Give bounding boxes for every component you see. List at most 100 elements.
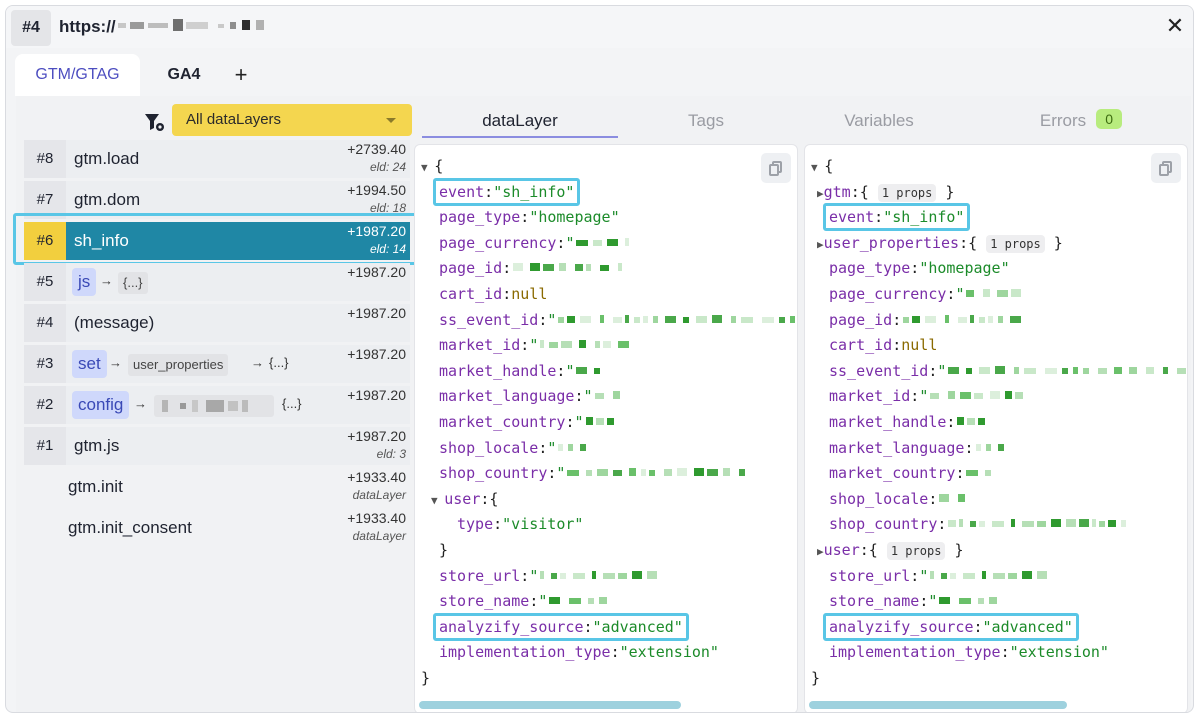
tab-variables[interactable]: Variables (844, 111, 914, 130)
close-icon[interactable]: ✕ (1165, 13, 1185, 38)
redacted-value (966, 289, 1022, 297)
json-line: market_id:" (439, 334, 638, 356)
redacted-value (594, 391, 620, 400)
redacted-value (558, 443, 587, 451)
event-row[interactable]: #8 gtm.load +2739.40 eld: 24 (24, 140, 410, 178)
json-line: page_id: (439, 257, 631, 279)
event-number: #6 (24, 222, 66, 260)
event-row[interactable]: #4 (message) +1987.20 (24, 304, 410, 342)
redacted-value (567, 468, 746, 477)
redacted-value (540, 340, 630, 349)
key-highlight (823, 612, 1079, 641)
redacted-value (930, 391, 1024, 400)
expand-triangle-icon[interactable]: ▶ (817, 237, 824, 251)
event-name: gtm.js (74, 436, 120, 455)
event-number: #8 (24, 140, 66, 178)
key-highlight (823, 203, 970, 232)
horizontal-scrollbar[interactable] (809, 701, 1067, 709)
json-line: analyzify_source:"advanced" (829, 617, 1073, 636)
arrow: → (134, 396, 147, 411)
arg-object: {...} (269, 355, 289, 370)
event-row[interactable]: #7 gtm.dom +1994.50 eld: 18 (24, 181, 410, 219)
event-row[interactable]: #2 config → {...} +1987.20 (24, 386, 410, 424)
event-number: #7 (24, 181, 66, 219)
collapse-triangle-icon[interactable]: ▼ (811, 161, 825, 174)
json-line: market_handle: (829, 411, 986, 433)
redacted-value (903, 314, 1022, 323)
command-pill: js (72, 268, 97, 296)
title-bar: #4 https:// ✕ (6, 6, 1193, 48)
arrow: → (100, 273, 113, 288)
event-name: sh_info (74, 231, 129, 250)
json-line: shop_country: (829, 513, 1127, 535)
event-time: +1987.20 (347, 387, 406, 403)
horizontal-scrollbar[interactable] (419, 701, 681, 709)
event-time: +1994.50 (347, 182, 406, 198)
json-line: ▼ user:{ (431, 489, 499, 508)
event-number: #2 (24, 386, 66, 424)
redacted-value (930, 570, 1048, 579)
collapse-triangle-icon[interactable]: ▼ (431, 493, 445, 507)
redacted-value (576, 366, 601, 374)
tab-datalayer[interactable]: dataLayer (422, 104, 618, 138)
arrow: → (109, 355, 122, 370)
json-root-open: ▼ { (811, 157, 834, 175)
json-root-close: } (811, 669, 821, 687)
event-number: #4 (24, 304, 66, 342)
selection-highlight (13, 213, 420, 265)
event-row[interactable]: #5 js → {...} +1987.20 (24, 263, 410, 301)
json-line: market_id:" (829, 385, 1028, 407)
model-json-panel[interactable]: ▼ { ▶gtm:{ 1 props }event:"sh_info" ▶use… (804, 144, 1188, 712)
expand-triangle-icon[interactable]: ▶ (817, 186, 824, 200)
json-line: shop_country:" (439, 462, 746, 484)
event-row[interactable]: #3 set → user_properties → {...} +1987.2… (24, 345, 410, 383)
expand-triangle-icon[interactable]: ▶ (817, 545, 824, 558)
json-line: implementation_type:"extension" (439, 643, 719, 662)
tab-ga4[interactable]: GA4 (167, 66, 201, 83)
add-tab-button[interactable]: + (234, 62, 248, 87)
top-tabs: GTM/GTAG GA4 + (6, 50, 1193, 96)
json-line: type:"visitor" (457, 515, 584, 534)
redacted-url (118, 19, 264, 31)
event-time: +2739.40 (347, 141, 406, 157)
event-name: gtm.init (68, 477, 123, 496)
event-row-selected[interactable]: #6 sh_info +1987.20 eld: 14 (24, 222, 410, 260)
tab-gtm-gtag[interactable]: GTM/GTAG (15, 54, 140, 96)
redacted-value (540, 570, 658, 579)
json-line: store_name:" (829, 590, 998, 612)
tab-tags[interactable]: Tags (688, 111, 724, 130)
json-line: store_url:" (439, 565, 658, 587)
event-name: gtm.load (74, 149, 140, 168)
event-row[interactable]: #1 gtm.js +1987.20 eld: 3 (24, 427, 410, 465)
json-line: ▶user:{ 1 props } (817, 541, 964, 560)
props-count-badge: 1 props (877, 183, 937, 202)
redacted-value (939, 597, 998, 605)
event-subtext: eld: 3 (376, 447, 406, 461)
json-line: analyzify_source:"advanced" (439, 617, 683, 636)
event-row[interactable]: gtm.init +1933.40 dataLayer (24, 468, 410, 506)
main-content: All dataLayers #8 gtm.load +2739.40 eld:… (13, 96, 1191, 712)
datalayer-json-panel[interactable]: ▼ {event:"sh_info"page_type:"homepage"pa… (414, 144, 798, 712)
json-line: page_type:"homepage" (439, 208, 620, 227)
props-count-badge: 1 props (986, 234, 1045, 253)
command-pill: set (72, 350, 107, 378)
event-number: #5 (24, 263, 66, 301)
event-time: +1987.20 (347, 223, 406, 239)
datalayer-select[interactable]: All dataLayers (172, 104, 412, 136)
json-line: page_id: (829, 309, 1022, 331)
json-line: shop_locale: (829, 488, 967, 510)
copy-icon[interactable] (1151, 153, 1181, 183)
copy-icon[interactable] (761, 153, 791, 183)
json-line: page_currency:" (829, 283, 1024, 305)
event-row[interactable]: gtm.init_consent +1933.40 dataLayer (24, 509, 410, 547)
filter-settings-icon[interactable] (144, 112, 166, 134)
json-line: market_country: (829, 462, 994, 484)
json-line: cart_id:null (829, 336, 938, 355)
event-name: (message) (74, 313, 155, 332)
event-number: #3 (24, 345, 66, 383)
event-time: +1933.40 (347, 510, 406, 526)
redacted-value (549, 597, 608, 605)
tab-errors-label: Errors (1039, 111, 1087, 130)
collapse-triangle-icon[interactable]: ▼ (421, 161, 435, 174)
